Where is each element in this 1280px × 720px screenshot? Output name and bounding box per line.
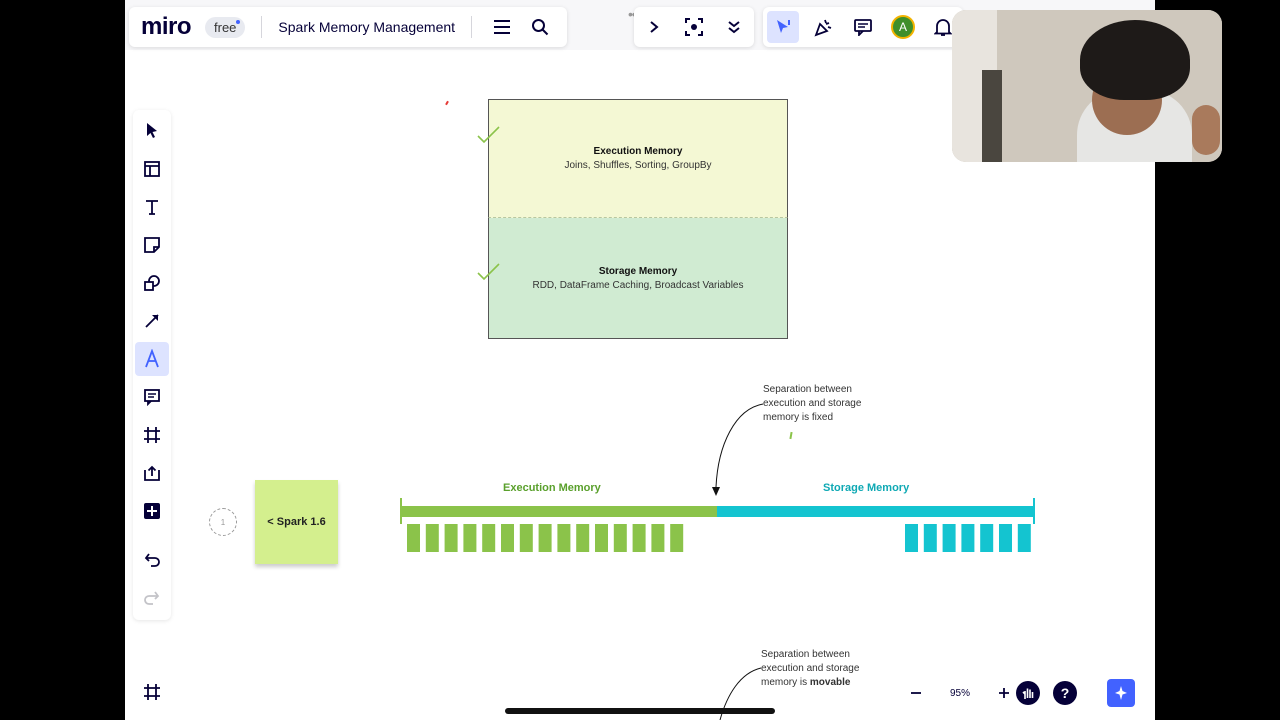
- text-tool-icon[interactable]: [135, 190, 169, 224]
- plan-badge[interactable]: free: [205, 16, 246, 38]
- chevron-right-icon[interactable]: [638, 11, 670, 43]
- execution-memory-block: [501, 524, 514, 552]
- video-chair: [982, 70, 1002, 162]
- storage-memory-block: [923, 524, 937, 552]
- collaboration-toolbar: A: [763, 7, 963, 47]
- avatar-initial: A: [891, 15, 915, 39]
- execution-memory-block: [632, 524, 646, 552]
- execution-memory-block: [651, 524, 665, 552]
- undo-icon[interactable]: [135, 542, 169, 576]
- shapes-tool-icon[interactable]: [135, 266, 169, 300]
- help-icon[interactable]: ?: [1053, 681, 1077, 705]
- webcam-video: [952, 10, 1222, 162]
- note-movable-bold: movable: [809, 677, 851, 688]
- templates-tool-icon[interactable]: [135, 152, 169, 186]
- pen-tool-icon[interactable]: [135, 342, 169, 376]
- main-menu-bar: miro free Spark Memory Management: [129, 7, 567, 47]
- pen-stroke: [445, 100, 449, 106]
- celebrate-icon[interactable]: [807, 11, 839, 43]
- cursor-select-icon[interactable]: [767, 11, 799, 43]
- menu-icon[interactable]: [486, 11, 518, 43]
- storage-memory-block: [961, 524, 975, 552]
- execution-memory-block: [576, 524, 590, 552]
- left-toolbar: [133, 110, 171, 620]
- separator-arrow: [712, 403, 764, 496]
- execution-bar: [401, 506, 717, 517]
- execution-memory-block: [613, 524, 627, 552]
- storage-bar: [717, 506, 1034, 517]
- note-movable-text: Separation between execution and storage…: [761, 649, 860, 688]
- connector-line-tool-icon[interactable]: [135, 304, 169, 338]
- zoom-in-icon[interactable]: [997, 686, 1011, 700]
- video-hair: [1080, 20, 1190, 100]
- storage-memory-block: [980, 524, 994, 552]
- comments-icon[interactable]: [847, 11, 879, 43]
- zoom-out-icon[interactable]: [909, 686, 923, 700]
- storage-bar-label: Storage Memory: [823, 482, 910, 494]
- execution-memory-block: [444, 524, 458, 552]
- execution-memory-block: [463, 524, 477, 552]
- execution-memory-block: [557, 524, 571, 552]
- divider: [261, 16, 263, 38]
- search-icon[interactable]: [524, 11, 556, 43]
- select-tool-icon[interactable]: [135, 114, 169, 148]
- frames-panel-icon[interactable]: [135, 675, 169, 709]
- add-more-tools-icon[interactable]: [135, 494, 169, 528]
- sticky-note[interactable]: < Spark 1.6: [255, 480, 338, 564]
- screen-capture-icon[interactable]: [678, 11, 710, 43]
- plan-label: free: [214, 19, 237, 35]
- video-hand: [1192, 105, 1220, 155]
- note-separation-movable[interactable]: Separation between execution and storage…: [761, 648, 876, 690]
- comment-tool-icon[interactable]: [135, 380, 169, 414]
- miro-logo[interactable]: miro: [141, 13, 192, 40]
- home-indicator: [505, 708, 775, 714]
- bell-icon[interactable]: [927, 11, 959, 43]
- checkmark-icon: [477, 126, 500, 144]
- memory-bar-diagram[interactable]: [395, 494, 1045, 556]
- execution-memory-block: [670, 524, 684, 552]
- execution-memory-block: [407, 524, 420, 552]
- storage-memory-block: [999, 524, 1012, 552]
- board-title[interactable]: Spark Memory Management: [278, 19, 456, 35]
- presentation-toolbar: [634, 7, 754, 47]
- execution-memory-subtitle: Joins, Shuffles, Sorting, GroupBy: [564, 160, 712, 171]
- execution-memory-block: [595, 524, 608, 552]
- storage-memory-block: [905, 524, 918, 552]
- execution-memory-block: [482, 524, 496, 552]
- execution-memory-block: [538, 524, 552, 552]
- pen-stroke: [789, 431, 793, 440]
- sticky-note-text: < Spark 1.6: [267, 516, 326, 528]
- sticky-note-tool-icon[interactable]: [135, 228, 169, 262]
- upload-tool-icon[interactable]: [135, 456, 169, 490]
- plan-dot-icon: [236, 19, 241, 24]
- note-separation-fixed[interactable]: Separation between execution and storage…: [763, 384, 862, 423]
- storage-memory-block: [942, 524, 956, 552]
- hand-pan-icon[interactable]: [1016, 681, 1040, 705]
- redo-icon: [135, 580, 169, 614]
- execution-memory-block: [519, 524, 533, 552]
- checkmark-icon: [477, 263, 500, 281]
- storage-memory-subtitle: RDD, DataFrame Caching, Broadcast Variab…: [532, 279, 744, 291]
- double-chevron-down-icon[interactable]: [718, 11, 750, 43]
- sticky-badge[interactable]: 1: [209, 508, 237, 536]
- execution-memory-title: Execution Memory: [593, 146, 683, 157]
- storage-memory-title: Storage Memory: [598, 265, 678, 277]
- execution-memory-box[interactable]: Execution Memory Joins, Shuffles, Sortin…: [488, 99, 788, 218]
- frame-tool-icon[interactable]: [135, 418, 169, 452]
- zoom-level[interactable]: 95%: [949, 687, 970, 699]
- zoom-controls: 95%: [895, 675, 1025, 711]
- storage-memory-block: [1017, 524, 1031, 552]
- storage-memory-box[interactable]: Storage Memory RDD, DataFrame Caching, B…: [488, 218, 788, 339]
- divider: [471, 16, 473, 38]
- avatar[interactable]: A: [887, 11, 919, 43]
- execution-memory-block: [425, 524, 439, 552]
- ai-sparkle-icon[interactable]: [1107, 679, 1135, 707]
- execution-bar-label: Execution Memory: [503, 482, 601, 494]
